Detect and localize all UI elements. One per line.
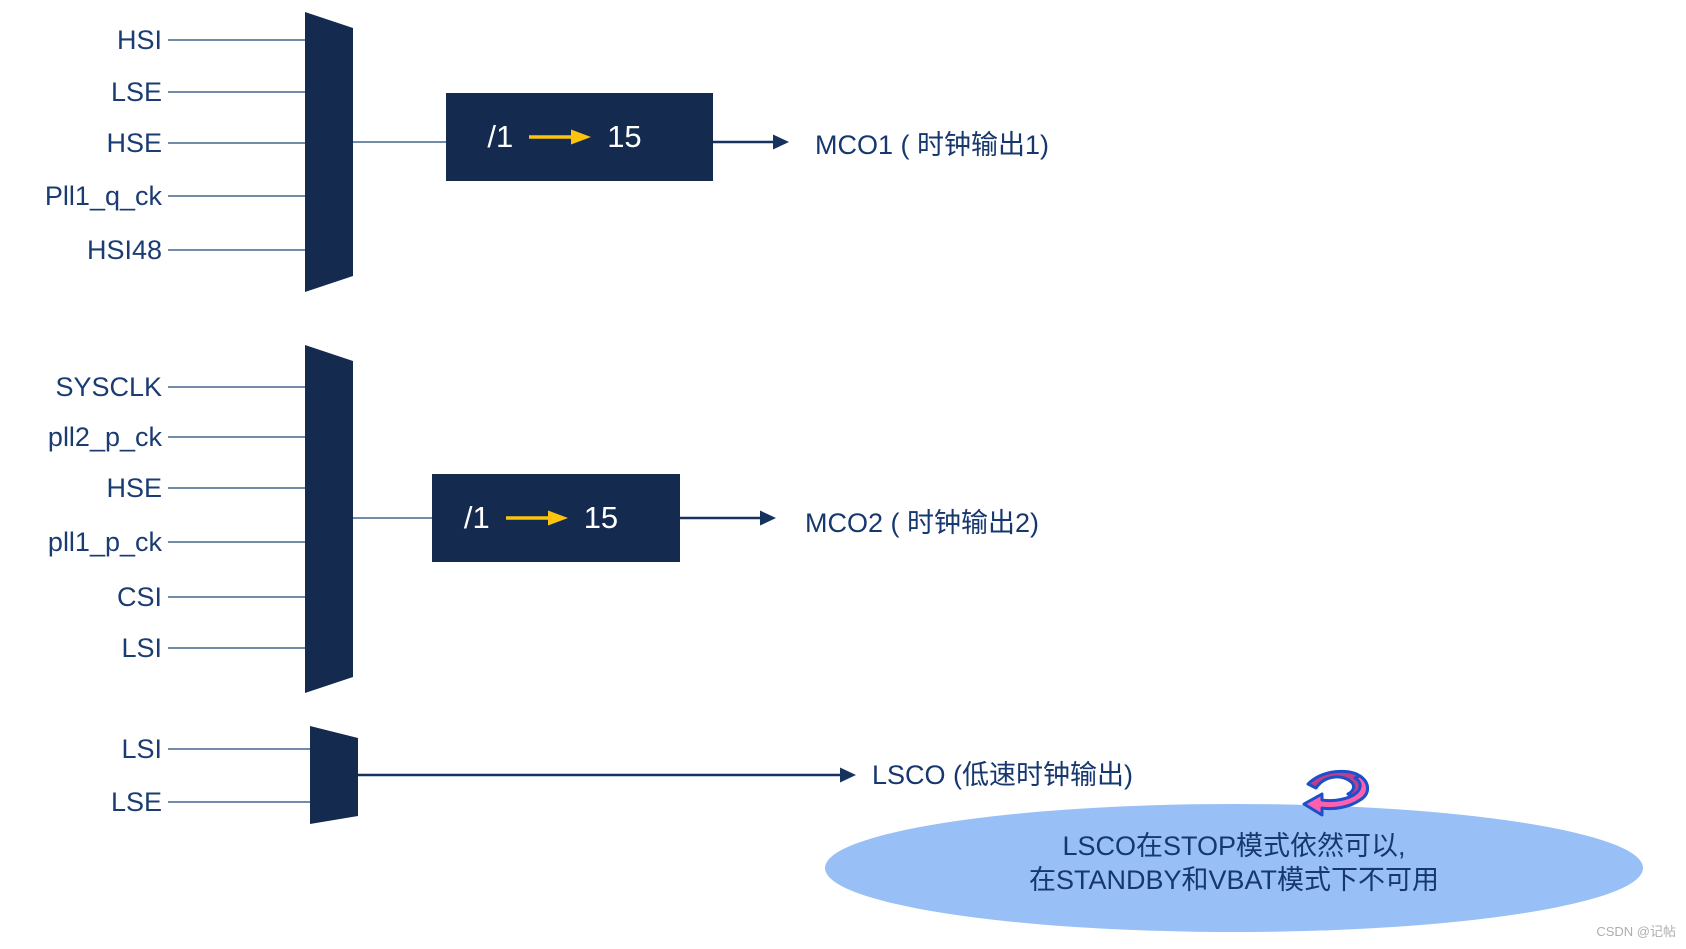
input-label-sysclk: SYSCLK xyxy=(55,372,162,402)
mco1-output-arrow xyxy=(713,134,789,150)
mco1-divider-to: 15 xyxy=(607,119,642,154)
lsco-output-label: LSCO (低速时钟输出) xyxy=(872,760,1134,790)
mco2-divider-to: 15 xyxy=(583,500,619,535)
lsco-output-arrow xyxy=(358,767,856,783)
mco2-input-wires xyxy=(168,386,432,649)
mco2-mux-shape xyxy=(305,345,353,693)
input-label-lse: LSE xyxy=(110,77,162,107)
input-label-hsi48: HSI48 xyxy=(86,235,162,265)
mco1-divider-from: /1 xyxy=(487,119,514,154)
lsco-input-wires xyxy=(168,748,310,803)
input-label-pll1-p-ck: pll1_p_ck xyxy=(47,527,162,557)
input-label-csi: CSI xyxy=(116,582,162,612)
mco1-output-label: MCO1 ( 时钟输出1) xyxy=(815,130,1050,160)
lsco-note-line1: LSCO在STOP模式依然可以, xyxy=(1062,831,1406,861)
mco1-input-wires xyxy=(168,39,446,251)
lsco-note-ellipse: LSCO在STOP模式依然可以, 在STANDBY和VBAT模式下不可用 xyxy=(825,804,1643,932)
input-label-pll2-p-ck: pll2_p_ck xyxy=(47,422,162,452)
input-label-hsi: HSI xyxy=(116,25,162,55)
mco2-output-arrow xyxy=(680,510,776,526)
input-label-hse: HSE xyxy=(106,128,162,158)
input-label-lsi: LSI xyxy=(121,633,162,663)
mco2-divider-box: /1 15 xyxy=(432,474,680,562)
mco1-divider-box: /1 15 xyxy=(446,93,713,181)
lsco-note-line2: 在STANDBY和VBAT模式下不可用 xyxy=(1028,865,1440,895)
mco2-divider-from: /1 xyxy=(463,500,490,535)
input-label-lsi-2: LSI xyxy=(121,734,162,764)
csdn-watermark: CSDN @记帖 xyxy=(1596,924,1676,939)
input-label-pll1-q-ck: Pll1_q_ck xyxy=(44,181,162,211)
yellow-right-arrow-icon xyxy=(529,129,592,145)
mco1-mux-shape xyxy=(305,12,353,292)
yellow-right-arrow-icon xyxy=(505,510,568,526)
input-label-lse-2: LSE xyxy=(110,787,162,817)
input-label-hse-2: HSE xyxy=(106,473,162,503)
lsco-mux-shape xyxy=(310,726,358,824)
pink-rotate-arrow-icon xyxy=(1302,769,1369,817)
mco2-output-label: MCO2 ( 时钟输出2) xyxy=(805,508,1040,538)
